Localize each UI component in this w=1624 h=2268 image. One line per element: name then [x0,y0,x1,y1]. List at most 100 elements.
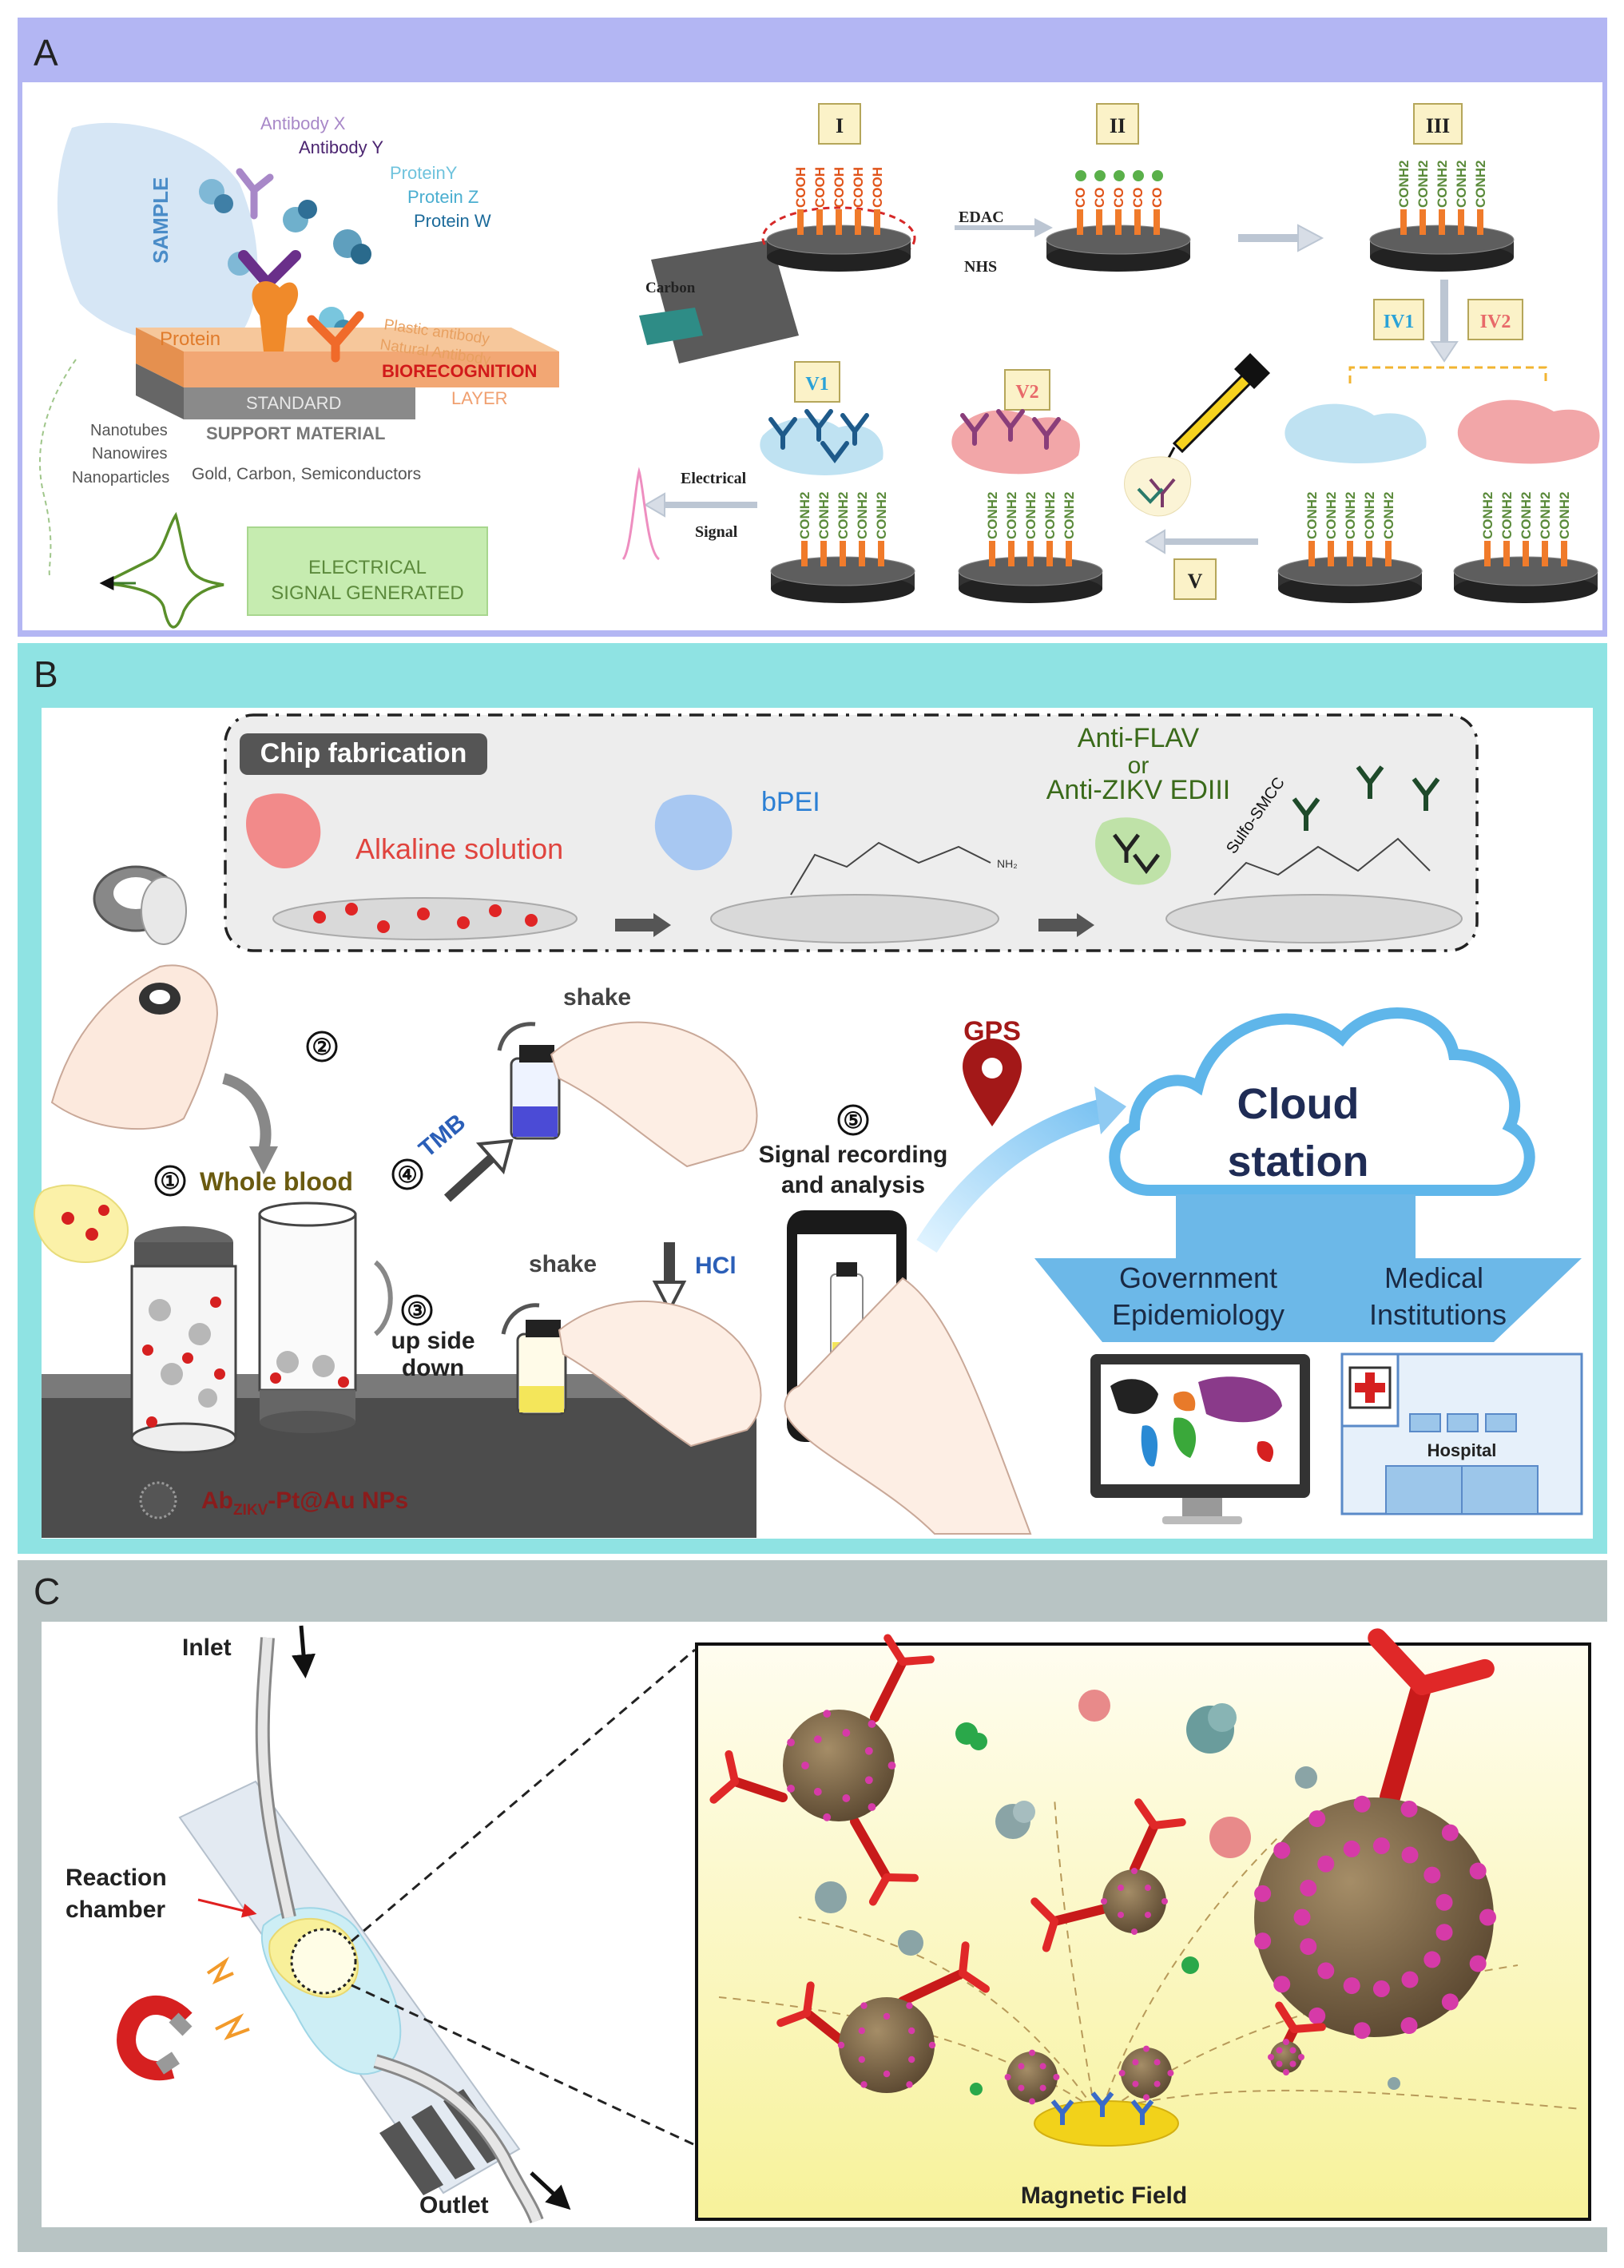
surface-bead [1118,2070,1126,2076]
surface-bead [1469,1955,1487,1972]
surface-bead [1144,1911,1151,1918]
surface-bead [1161,1898,1168,1905]
functional-group-label: CONH2 [1480,491,1495,539]
surface-bead [1101,1898,1107,1905]
layer-front [184,352,559,387]
functional-group-label: CO [1150,188,1165,209]
functional-group-label: CONH2 [1396,160,1412,208]
antibody-x-shape [236,168,274,220]
antibody-arm [725,1750,739,1785]
cv-curve [103,511,224,629]
surface-bead [1254,1932,1272,1950]
antibody-arm [1150,1818,1186,1829]
surface-bead [1276,2047,1283,2054]
step-5-circle [837,1104,869,1136]
medical-line1: Medical [1384,1261,1483,1294]
medical-line2: Institutions [1369,1298,1507,1331]
protein-on-surface [252,281,299,352]
spark-2 [215,2013,250,2040]
surface-bead [1118,1911,1125,1918]
surface-bead [1300,1879,1317,1897]
functional-group-label: CONH2 [1416,160,1431,208]
surface-bead [842,1729,851,1737]
hand-2 [550,1021,758,1168]
standard-label: STANDARD [246,393,341,413]
panel-c-letter: C [34,1571,60,1612]
surface-bead [823,1710,832,1718]
antibody-arm [1290,2023,1326,2033]
shake-arrow-2 [501,1303,540,1335]
vial-2 [258,1202,357,1433]
surface-bead [1400,2017,1418,2035]
antibodies-v2 [960,409,1061,450]
surface-bead [1401,1971,1419,1988]
signal-peak [621,467,661,561]
magnetic-field-label: Magnetic Field [1021,2183,1187,2209]
nanoparticles [709,1628,1496,2125]
functional-group-label: CONH2 [1304,491,1320,539]
functional-group-label: CO [1092,188,1107,209]
surface-bead [1254,1885,1272,1902]
surface-bead [1283,2069,1289,2075]
signal-recording-line1: Signal recording [759,1142,948,1168]
functional-group-label: CONH2 [1362,491,1377,539]
functional-group-label: CONH2 [1454,160,1469,208]
flip-arrow [373,1260,393,1337]
antibody-stem [870,1657,907,1722]
functional-group-label: CONH2 [1519,491,1534,539]
step-4-circle [391,1158,423,1190]
support-types-label: Gold, Carbon, Semiconductors [192,465,421,483]
antibody-arm [1275,2001,1298,2033]
cloud [1109,1007,1535,1196]
surface-bead [1132,2059,1139,2066]
functional-group-label: CONH2 [1062,491,1077,539]
surface-bead [1293,1909,1311,1926]
functional-group-label: COOH [812,167,828,208]
vial-1 [130,1226,237,1454]
antibody-arm [959,1969,990,1993]
cloud-line2: station [1227,1138,1368,1186]
surface-bead [928,2041,936,2049]
surface-bead [1343,1977,1360,1995]
functional-group-label: CONH2 [1004,491,1019,539]
electrical-box-line1: ELECTRICAL [308,557,427,578]
surface-bead [1423,1951,1441,1968]
surface-bead [1343,1840,1360,1857]
antibody-x-label: Antibody X [260,113,346,133]
surface-bead [1153,2080,1161,2087]
functional-group-label: CONH2 [1499,491,1515,539]
electrical-label: Electrical [681,470,747,487]
surface-bead [1308,2007,1326,2024]
functional-group-label: CONH2 [985,491,1000,539]
surface-bead [1167,2070,1174,2076]
functional-group-label: CONH2 [816,491,832,539]
magnet-icon [117,1996,193,2081]
support-front [184,387,415,419]
or-label: or [1128,753,1150,779]
functional-group-label: CONH2 [855,491,870,539]
functional-group-label: COOH [870,167,885,208]
up-side-label: up side [391,1328,474,1354]
functional-group-label: CONH2 [1042,491,1058,539]
surface-bead [868,1720,876,1728]
antibody-arm [899,1655,935,1666]
nanotubes-label: Nanotubes [90,422,168,439]
anti-flav-label: Anti-FLAV [1078,723,1200,753]
surface-bead [1317,1855,1335,1873]
functional-group-label: CONH2 [836,491,851,539]
magnetic-nanoparticle [1121,2048,1172,2099]
antibody-arm [883,1634,907,1666]
whole-blood-label: Whole blood [200,1167,353,1196]
shake-label-1: shake [563,984,631,1011]
functional-group-label: CONH2 [1381,491,1396,539]
surface-bead [1300,1938,1317,1956]
electrical-box-line2: SIGNAL GENERATED [271,582,463,604]
nanowires-label: Nanowires [92,445,167,463]
magnetic-nanoparticle [839,1997,935,2093]
panel-a: A SAMPLE Antibody X Antibody Y ProteinY … [18,18,1607,637]
surface-bead [864,1746,873,1755]
